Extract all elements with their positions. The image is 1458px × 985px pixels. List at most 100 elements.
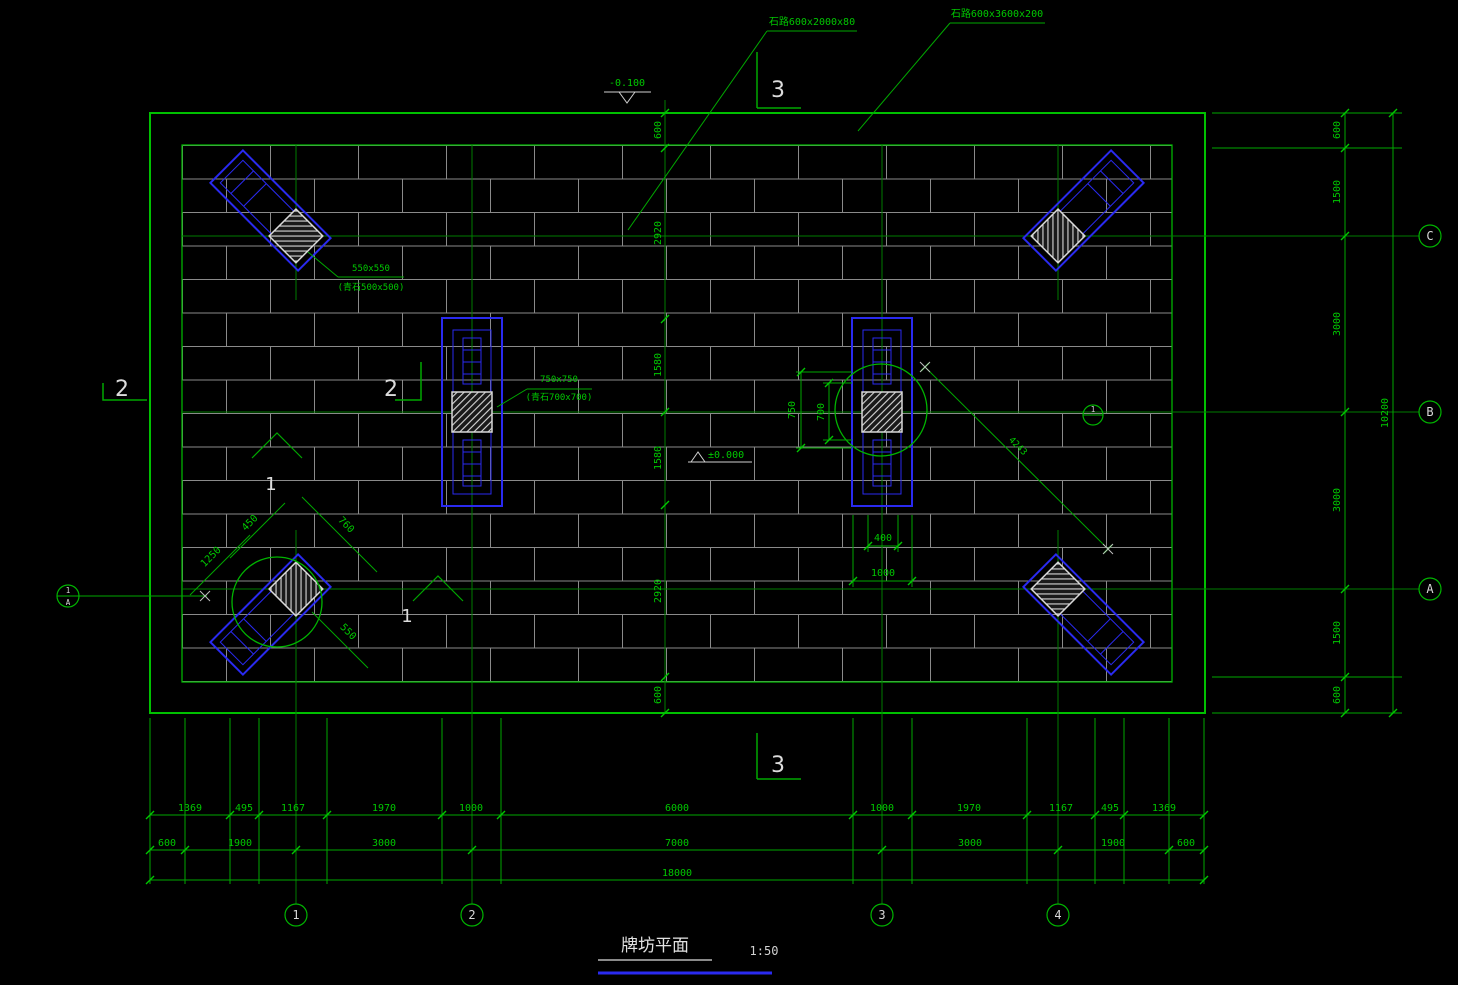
- center-column-right: [851, 317, 913, 507]
- axis-bubble-B: [1418, 400, 1442, 424]
- dim-label: 1167: [281, 803, 305, 814]
- grid-bubbles-right: C B A: [1418, 224, 1442, 601]
- dim-label: 495: [235, 803, 253, 814]
- dim-label: 1500: [1332, 621, 1343, 645]
- column-circle-bottom-left: [231, 556, 323, 648]
- axis-bubble-C: [1418, 224, 1442, 248]
- dim-label: 2920: [653, 579, 664, 603]
- section-2-inner: 2: [384, 377, 398, 402]
- column-hatch-square: [451, 391, 493, 433]
- section-mark-2-left-line: [102, 383, 147, 401]
- plan-outer-border: [149, 112, 1206, 714]
- center-column-note-line1: 750x750: [540, 375, 578, 385]
- right-callout: 1: [1082, 404, 1104, 426]
- section-2-left: 2: [115, 377, 129, 402]
- corner-column-bottom-right: [1021, 552, 1146, 677]
- section-mark-2-inner-line: [395, 362, 422, 401]
- dim-label: 1500: [1332, 180, 1343, 204]
- grid-label-2: 2: [468, 908, 475, 922]
- grid-bubbles-bottom: 1 2 3 4: [284, 903, 1070, 927]
- center-column-note-line2: (青石700x700): [526, 391, 593, 403]
- dim-label: 3000: [1332, 312, 1343, 336]
- dim-label: 1369: [178, 803, 202, 814]
- dim-lines: [150, 113, 1394, 881]
- dim-label: 1970: [957, 803, 981, 814]
- grid-bubble-4: [1046, 903, 1070, 927]
- drawing-title: 牌坊平面: [621, 936, 689, 956]
- corner-column-note-line1: 550x550: [352, 264, 390, 274]
- grid-bubble-1: [284, 903, 308, 927]
- grid-bubble-3: [870, 903, 894, 927]
- dim-label: 600: [653, 121, 664, 139]
- dim-label: 3000: [372, 838, 396, 849]
- center-column-dims: [796, 361, 1114, 587]
- dim-label: 3000: [1332, 488, 1343, 512]
- dim-label: 2920: [653, 221, 664, 245]
- dim-label: 3000: [958, 838, 982, 849]
- dim-label: 7000: [665, 838, 689, 849]
- dim-label: 600: [1332, 686, 1343, 704]
- left-callout-bottom-label: A: [66, 598, 71, 607]
- dim-label: 1580: [653, 353, 664, 377]
- dim-label: 1580: [653, 446, 664, 470]
- column-hatch-square: [1030, 208, 1086, 264]
- dim-label: 1000: [459, 803, 483, 814]
- dim-label: 700: [816, 403, 827, 421]
- grid-label-3: 3: [878, 908, 885, 922]
- corner-column-top-right: [1021, 148, 1146, 273]
- level-center-symbol: [688, 451, 752, 463]
- dim-ticks: [145, 108, 1398, 885]
- stone-path-note-2: 石路600x3600x200: [951, 7, 1043, 20]
- dim-label: 1167: [1049, 803, 1073, 814]
- column-circle-right: [834, 363, 928, 457]
- corner-column-note-line2: (青石500x500): [338, 281, 405, 293]
- section-mark-3-top-line: [756, 52, 801, 109]
- grid-bubble-2: [460, 903, 484, 927]
- column-hatch-square: [268, 561, 324, 617]
- grid-label-1: 1: [292, 908, 299, 922]
- brick-paving: [182, 145, 1172, 682]
- corner-column-bottom-left: [208, 552, 333, 677]
- center-column-note-leader: [496, 388, 592, 408]
- left-callout-top-label: 1: [66, 586, 71, 595]
- axis-bubble-A: [1418, 577, 1442, 601]
- axis-label-B: B: [1426, 405, 1433, 419]
- plan-inner-border: [181, 144, 1173, 683]
- dim-label: 1970: [372, 803, 396, 814]
- corner-column-note-leader: [307, 251, 404, 278]
- dim-extension-lines: [149, 112, 1402, 884]
- section-marks: 3 3 2 2 1 1: [102, 52, 801, 780]
- dim-label: 600: [158, 838, 176, 849]
- level-marks: -0.100 ±0.000: [604, 78, 752, 463]
- dim-total-right: 10200: [1380, 398, 1391, 428]
- section-mark-1-left-arrow: [251, 432, 303, 459]
- dim-label: 600: [1177, 838, 1195, 849]
- dim-label: 495: [1101, 803, 1119, 814]
- stone-path-leader-1: [627, 30, 857, 231]
- right-callout-label: 1: [1091, 405, 1096, 414]
- dim-label: 1900: [228, 838, 252, 849]
- section-3-top: 3: [771, 78, 785, 103]
- dim-total-bottom: 18000: [662, 868, 692, 879]
- column-hatch-square: [861, 391, 903, 433]
- section-1-right: 1: [401, 606, 412, 627]
- dim-right-chain: 600 1500 3000 3000 1500 600 10200: [1332, 121, 1391, 704]
- axis-label-A: A: [1426, 582, 1434, 596]
- section-3-bottom: 3: [771, 753, 785, 778]
- dim-label: 1000: [871, 568, 895, 579]
- column-hatch-square: [268, 208, 324, 264]
- column-hatch-square: [1030, 561, 1086, 617]
- dim-row-1: 1369 495 1167 1970 1000 6000 1000 1970 1…: [178, 803, 1176, 814]
- title-block: 牌坊平面 1:50: [598, 936, 778, 975]
- section-mark-3-bottom-line: [756, 733, 801, 780]
- level-top-label: -0.100: [609, 78, 645, 89]
- center-column-left: [441, 317, 503, 507]
- stone-path-leader-2: [857, 22, 1045, 132]
- level-center-label: ±0.000: [708, 450, 744, 461]
- level-top-symbol: [604, 91, 651, 104]
- dim-label: 6000: [665, 803, 689, 814]
- corner-column-top-left: [208, 148, 333, 273]
- dim-label: 400: [874, 533, 892, 544]
- dim-label: 750: [787, 401, 798, 419]
